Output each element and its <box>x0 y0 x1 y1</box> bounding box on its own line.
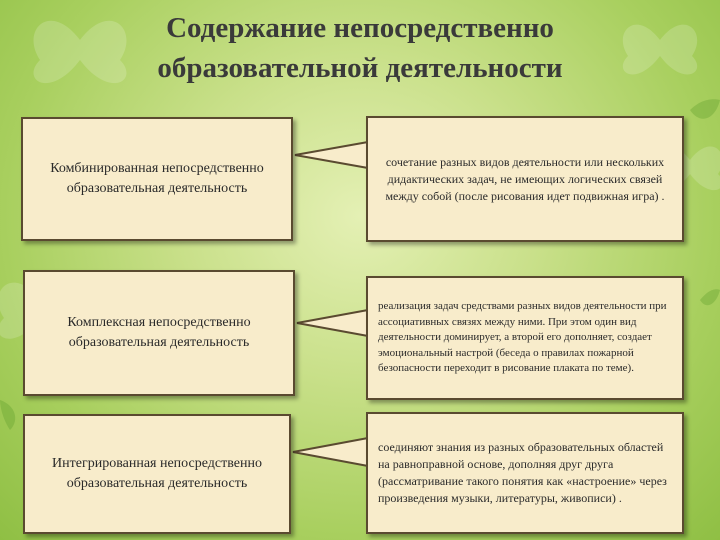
leaf-icon <box>690 99 720 119</box>
page-title: Содержание непосредственно образовательн… <box>0 8 720 88</box>
description-box-complex: реализация задач средствами разных видов… <box>366 276 684 400</box>
type-box-complex: Комплексная непосредственно образователь… <box>23 270 295 396</box>
description-text-integrated: соединяют знания из разных образовательн… <box>378 440 667 505</box>
type-box-integrated: Интегрированная непосредственно образова… <box>23 414 291 534</box>
page-title-line-1: Содержание непосредственно <box>166 12 554 44</box>
page-title-line-2: образовательной деятельности <box>157 52 563 84</box>
leaf-icon <box>700 289 720 306</box>
callout-pointer-3 <box>292 437 369 467</box>
callout-pointer-2 <box>296 309 369 337</box>
leaf-icon <box>0 400 16 430</box>
description-text-complex: реализация задач средствами разных видов… <box>378 300 667 375</box>
description-box-integrated: соединяют знания из разных образовательн… <box>366 412 684 534</box>
type-label-combined: Комбинированная непосредственно образова… <box>50 161 264 196</box>
description-box-combined: сочетание разных видов деятельности или … <box>366 116 684 242</box>
type-label-integrated: Интегрированная непосредственно образова… <box>52 456 262 491</box>
type-label-complex: Комплексная непосредственно образователь… <box>67 315 251 350</box>
description-text-combined: сочетание разных видов деятельности или … <box>385 154 665 203</box>
type-box-combined: Комбинированная непосредственно образова… <box>21 117 293 241</box>
callout-pointer-1 <box>294 141 369 169</box>
